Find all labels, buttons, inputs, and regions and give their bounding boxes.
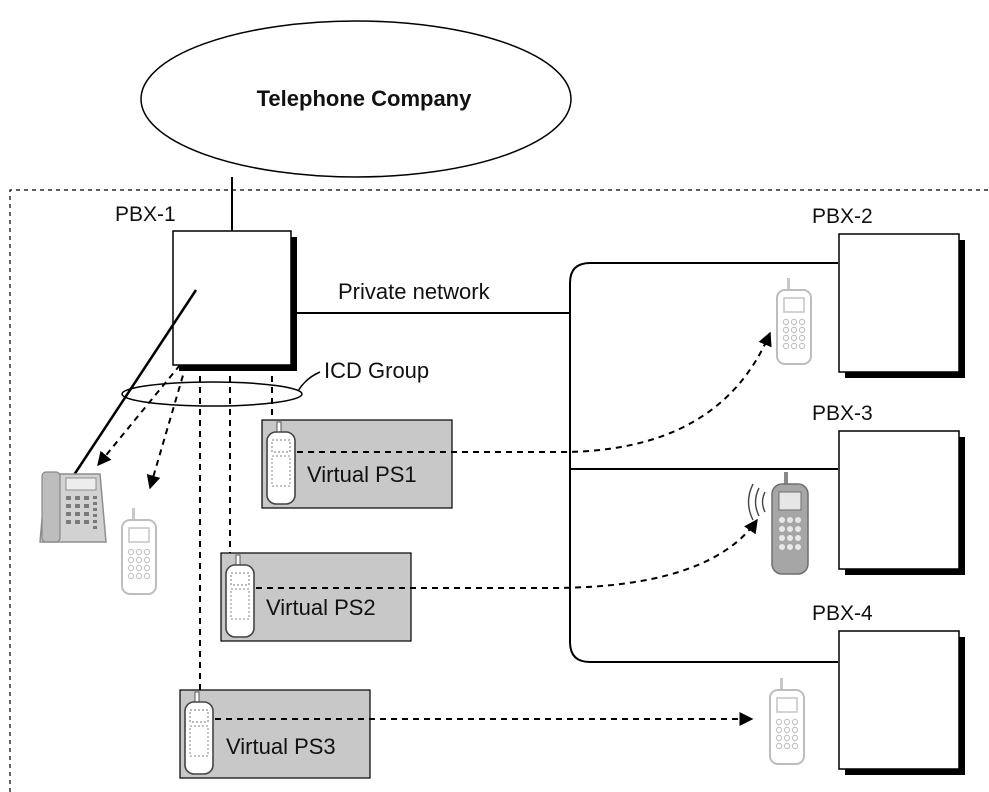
pbx4-label: PBX-4 [812,602,873,625]
pbx1-label: PBX-1 [115,203,176,226]
vps1-forward-arrow [297,331,772,453]
pbx3-label: PBX-3 [812,402,873,425]
icd-group-leader [297,371,321,392]
virtual-ps3-handset-icon [184,691,214,775]
pbx2-cordless-phone-icon [776,277,812,365]
private-network-bus [569,262,838,663]
virtual-ps1-label: Virtual PS1 [307,462,417,487]
icd-group-label: ICD Group [324,358,429,383]
icd-group-ellipse [121,381,303,407]
pbx4-box [838,630,960,770]
virtual-ps1-handset-icon [266,421,296,505]
pbx3-box [838,430,960,570]
vps2-forward-arrow [256,518,758,589]
pbx2-box [838,233,960,373]
virtual-ps3-label: Virtual PS3 [226,734,336,759]
telephone-company-label: Telephone Company [257,86,472,111]
pbx2-label: PBX-2 [812,205,873,228]
desk-phone-icon [39,471,107,543]
virtual-ps2-handset-icon [225,554,255,638]
virtual-ps2-label: Virtual PS2 [266,595,376,620]
private-network-label: Private network [338,279,491,304]
pbx3-ringing-phone-icon [747,472,809,575]
cordless-phone-icon [121,507,157,595]
icd-line-desk-phone [97,364,181,467]
site-boundary [9,189,989,792]
desk-phone-line [70,289,198,479]
pbx1-box [172,230,292,366]
telephone-company-cloud [140,20,572,178]
pbx4-cordless-phone-icon [769,677,805,765]
